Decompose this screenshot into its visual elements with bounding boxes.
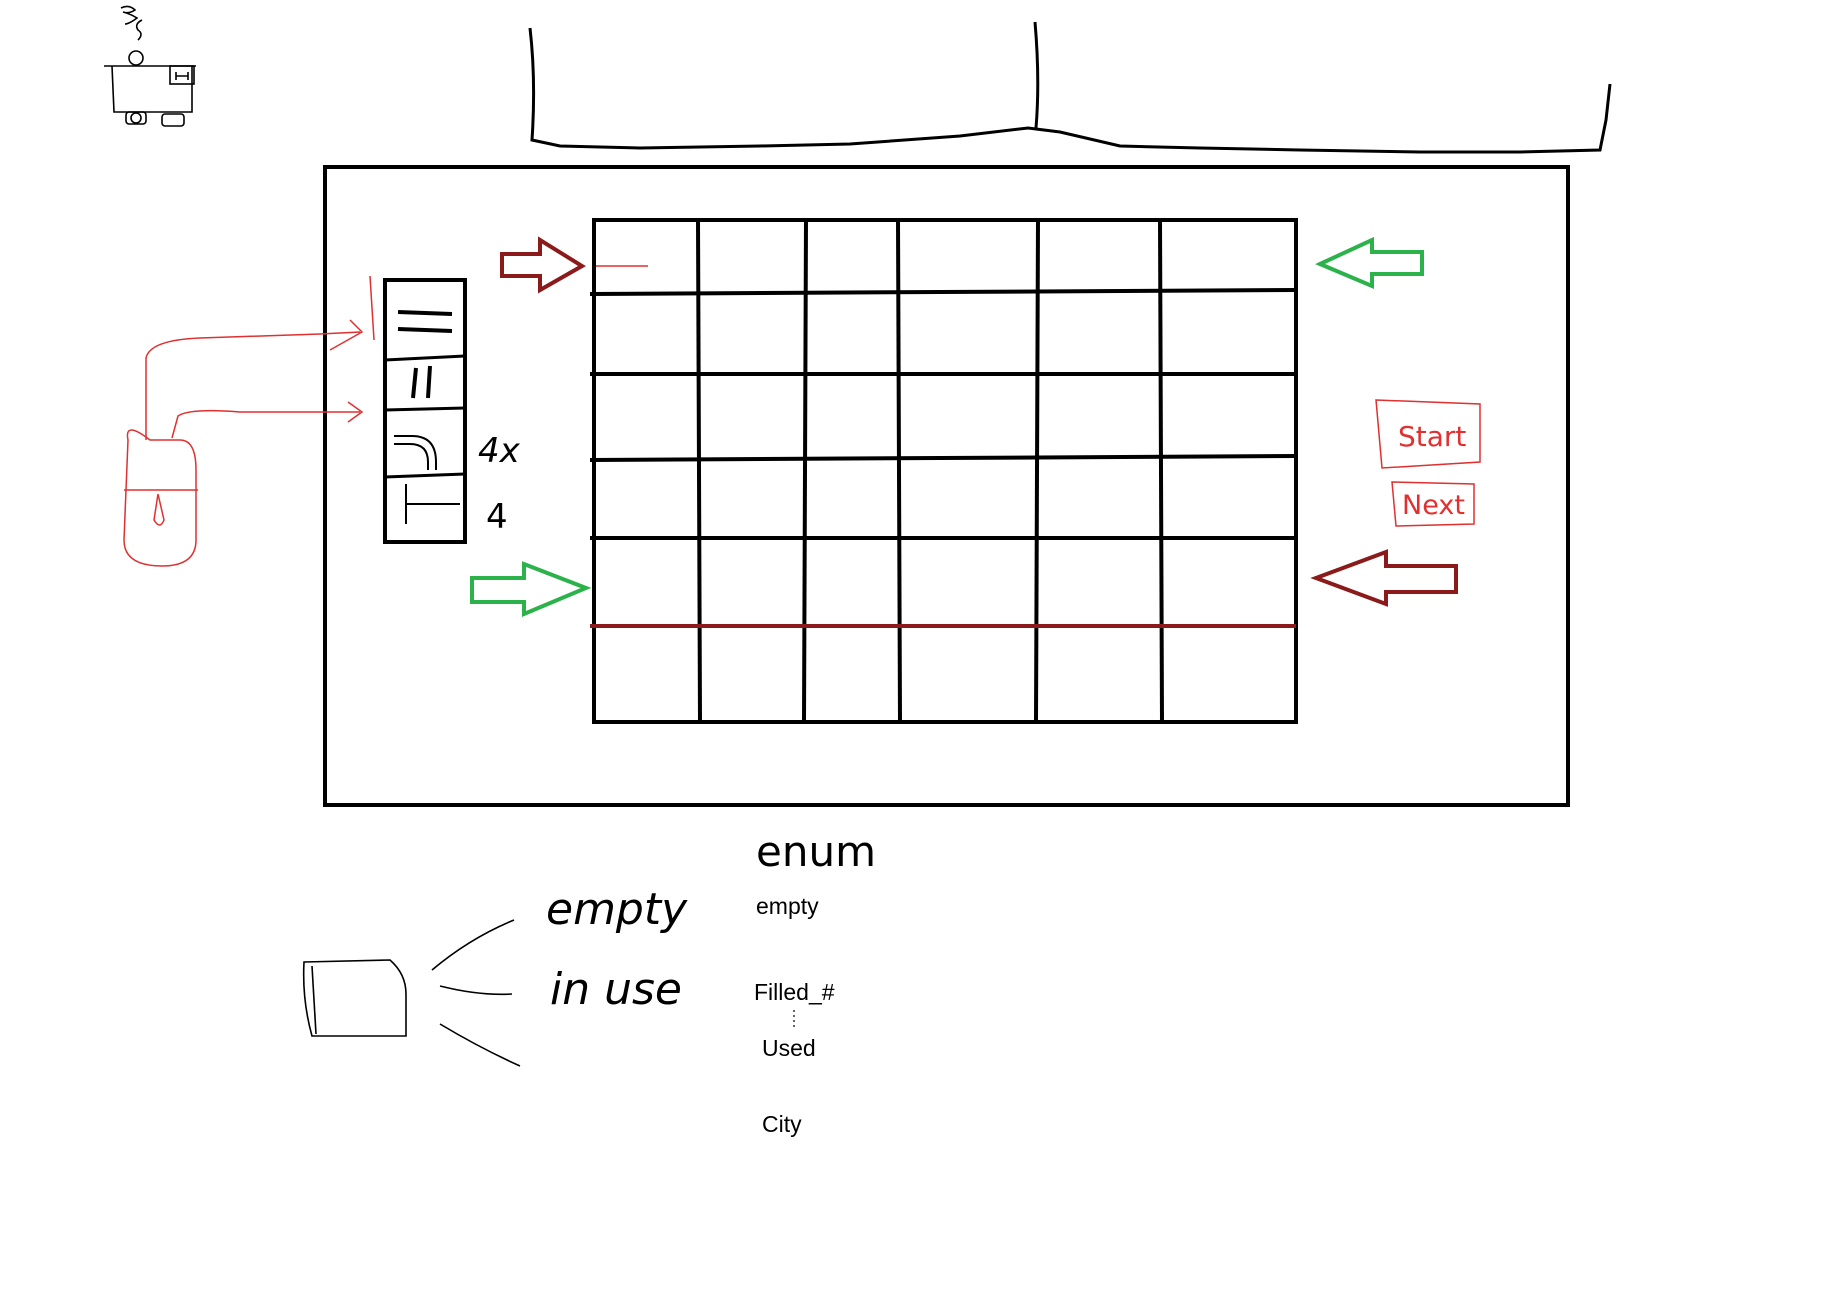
dark-red-left-arrow-bottom[interactable] (1310, 549, 1458, 607)
t-junction-piece-icon[interactable] (405, 484, 460, 524)
green-right-arrow-bottom[interactable] (470, 561, 592, 618)
piece-palette[interactable] (383, 278, 467, 544)
grid-column-line (696, 219, 702, 723)
dark-red-right-arrow-top[interactable] (500, 236, 586, 294)
next-button[interactable]: Next (1391, 481, 1475, 527)
grid-row-line (589, 288, 1297, 296)
enum-value-empty: empty (756, 893, 819, 919)
straight-vertical-piece-icon[interactable] (411, 365, 432, 399)
grid-column-line (1034, 219, 1040, 723)
top-bracket-divider (1033, 21, 1040, 129)
grid-column-line (896, 219, 902, 723)
tile-shape-sketch (302, 919, 521, 1067)
start-button[interactable]: Start (1375, 399, 1481, 469)
game-grid[interactable] (589, 218, 1298, 724)
mouse-icon (123, 275, 375, 567)
piece-count-label-2: 4 (486, 497, 508, 537)
grid-column-line (802, 219, 808, 723)
grid-outline (592, 218, 1298, 724)
green-left-arrow-top[interactable] (1315, 236, 1424, 290)
enum-value-used: Used (762, 1035, 816, 1061)
curve-piece-icon[interactable] (394, 435, 437, 470)
train-icon (104, 5, 196, 127)
grid-column-line (1158, 219, 1164, 723)
game-board-frame (323, 165, 1570, 807)
handwritten-state-empty: empty (546, 884, 688, 935)
enum-value-city: City (762, 1111, 802, 1137)
enum-title: enum (756, 827, 876, 876)
top-bracket-sketch (528, 27, 1612, 154)
piece-count-label-1: 4x (478, 431, 521, 471)
grid-row-line (589, 454, 1297, 462)
enum-value-filled: Filled_# (754, 979, 835, 1005)
svg-text:Start: Start (1398, 420, 1466, 453)
handwritten-state-in-use: in use (550, 964, 682, 1015)
svg-text:Next: Next (1402, 490, 1465, 521)
straight-horizontal-piece-icon[interactable] (397, 310, 453, 333)
